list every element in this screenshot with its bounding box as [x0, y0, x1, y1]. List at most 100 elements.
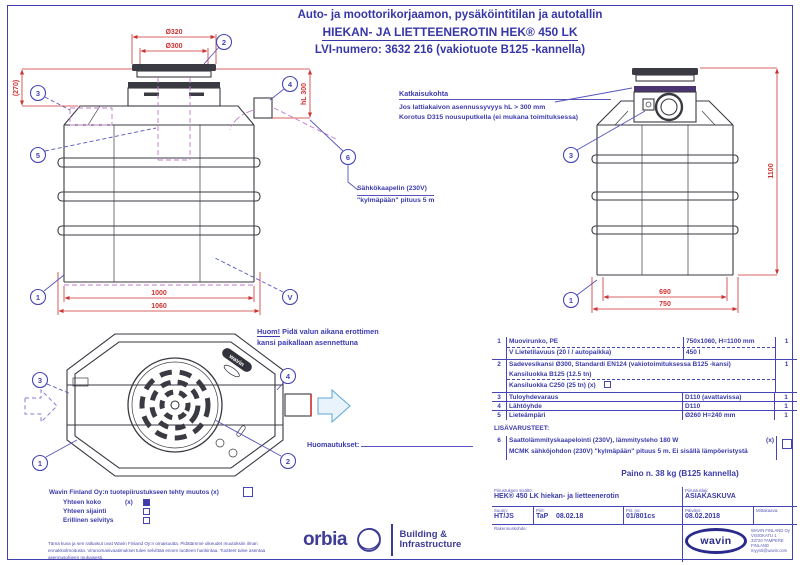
- cutoff-note-line2: Korotus D315 nousuputkella (ei mukana to…: [399, 114, 579, 122]
- content-label: Piirustuksen sisältö:: [494, 488, 533, 493]
- balloon-3: [29, 84, 47, 102]
- dim-320: Ø320: [165, 29, 182, 36]
- inflow-arrow: [24, 388, 58, 424]
- dim-hl300: hL 300: [301, 83, 308, 105]
- balloon-2-label: 2: [222, 38, 226, 47]
- designer-label: Suunn:: [494, 508, 508, 513]
- drawing-content: HEK® 450 LK hiekan- ja lietteenerotin: [494, 493, 619, 501]
- drawn-label: Piirt:: [536, 508, 545, 513]
- part-no: 4: [497, 403, 501, 410]
- cable-note-line1: Sähkökaapelin (230V): [357, 184, 435, 196]
- side-dimensions: 1100 690 750: [591, 67, 780, 313]
- dim-690: 690: [659, 289, 671, 296]
- revision-checkbox: [243, 487, 253, 497]
- date-value: 08.02.2018: [685, 513, 721, 521]
- revision-item1: Yhteen koko: [63, 499, 101, 506]
- division-line2: Infrastructure: [399, 539, 462, 550]
- part-spec2: 450 l: [683, 348, 775, 359]
- wavin-logo: wavin: [685, 528, 747, 554]
- dim-750: 750: [659, 301, 671, 308]
- fine-print-box: Tämä kuva ja sen ratkaisut ovat Wavin Fi…: [48, 541, 266, 560]
- number-label: Piir. no:: [626, 508, 641, 513]
- table-row: 3 Tuloyhdevaraus D110 (avattavissa) 1: [492, 392, 797, 401]
- number-value: 01/801cs: [626, 513, 656, 521]
- balloon-3: [31, 371, 49, 389]
- accessory-line2: MCMK sähköjohdon (230V) "kylmäpään" pitu…: [509, 448, 748, 455]
- orbia-logo-block: orbia Building & Infrastructure: [303, 524, 461, 556]
- weight-note: Paino n. 38 kg (B125 kannella): [621, 469, 739, 478]
- balloon-3-label: 3: [36, 89, 40, 98]
- cover-class-checkbox: [603, 381, 611, 388]
- side-balloons: 3 1: [554, 87, 646, 309]
- part-line2: Kansiluokka B125 (12.5 tn): [507, 370, 775, 380]
- part-spec: 750x1060, H=1100 mm: [683, 337, 775, 347]
- plan-balloons: 3 1 4 2: [31, 367, 297, 472]
- balloon-4-label: 4: [288, 80, 293, 89]
- front-dimensions: Ø320 Ø300 (270) hL 300 1000 1060: [13, 29, 313, 315]
- balloon-4-label: 4: [286, 372, 291, 381]
- cable-note-line2: "kylmäpään" pituus 5 m: [357, 196, 435, 204]
- revision-item3: Erillinen selvitys: [63, 517, 114, 524]
- drawing-type: ASIAKASKUVA: [685, 493, 736, 501]
- parts-table: 1 Muovirunko, PE 750x1060, H=1100 mm V L…: [492, 337, 797, 420]
- balloon-3-label: 3: [38, 376, 42, 385]
- type-label: Piirustuslaji:: [685, 488, 709, 493]
- title-block: Piirustuksen sisältö: HEK® 450 LK hiekan…: [492, 487, 797, 562]
- remarks-label: Huomautukset:: [307, 440, 360, 449]
- wavin-badge: wavin: [222, 348, 252, 378]
- plan-view-drawing: wavin 3 1 4 2: [24, 333, 351, 477]
- part-line1: Sadevesikansi Ø300, Standardi EN124 (vak…: [509, 361, 731, 368]
- balloon-1: [562, 291, 580, 309]
- balloon-1: [31, 454, 49, 472]
- accessories-title: LISÄVARUSTEET:: [494, 425, 550, 432]
- address-line: 33720 TAMPERE: [751, 538, 784, 544]
- part-qty: 1: [774, 411, 797, 420]
- huom-label: Huom!: [257, 327, 281, 337]
- remarks-blank-line: [361, 439, 474, 447]
- balloon-4: [281, 75, 299, 93]
- part-desc: Muovirunko, PE: [509, 338, 559, 345]
- balloon-1-label: 1: [36, 293, 40, 302]
- balloon-2-label: 2: [286, 457, 290, 466]
- date-label: Päiväys:: [685, 508, 702, 513]
- address-line: FINLAND: [751, 543, 769, 549]
- dim-1100: 1100: [768, 163, 775, 178]
- balloon-6-label: 6: [346, 153, 350, 162]
- outflow-arrow: [317, 388, 351, 424]
- table-row: 4 Lähtöyhde D110 1: [492, 401, 797, 410]
- footer-divider: [390, 524, 393, 556]
- huom-note: Huom! Pidä valun aikana erottimen kansi …: [257, 327, 379, 348]
- balloon-5-label: 5: [36, 151, 40, 160]
- part-qty: 1: [775, 337, 797, 359]
- balloon-2: [215, 33, 233, 51]
- balloon-1-label: 1: [38, 459, 42, 468]
- address-line: WAVIN FINLAND Oy: [751, 528, 790, 533]
- table-row: 2 Sadevesikansi Ø300, Standardi EN124 (v…: [492, 359, 797, 392]
- cutoff-note: Katkaisukohta Jos lattiakaivon asennussy…: [399, 89, 611, 123]
- title-line1: Auto- ja moottorikorjaamon, pysäköintiti…: [297, 9, 603, 21]
- accessories-title-box: LISÄVARUSTEET:: [492, 424, 797, 436]
- title-line2: HIEKAN- JA LIETTEENEROTIN HEK® 450 LK: [322, 24, 578, 41]
- revision-item1-checkbox: [143, 499, 150, 506]
- drawing-frame: [7, 5, 793, 560]
- revision-box: Wavin Finland Oy:n tuotepiirustukseen te…: [45, 485, 257, 530]
- front-balloons: 2 3 5 1 4 6 V: [29, 33, 359, 306]
- front-view-drawing: Ø320 Ø300 (270) hL 300 1000 1060: [13, 29, 359, 315]
- cutoff-leader-line: [399, 98, 611, 100]
- dim-1000: 1000: [151, 290, 167, 297]
- remarks-row: Huomautukset:: [307, 439, 474, 450]
- drawn-value: TaP 08.02.18: [536, 513, 584, 521]
- part-spec: D110 (avattavissa): [682, 393, 774, 401]
- drawing-title: Auto- ja moottorikorjaamon, pysäköintiti…: [200, 7, 700, 59]
- part-desc: Tuloyhdevaraus: [506, 393, 682, 401]
- revision-item3-checkbox: [143, 517, 150, 524]
- front-tank-outline: [57, 64, 273, 283]
- balloon-3: [562, 146, 580, 164]
- dim-300: Ø300: [165, 43, 182, 50]
- balloon-2: [279, 452, 297, 470]
- designer-value: HT/JS: [494, 513, 514, 521]
- balloon-v: [281, 288, 299, 306]
- side-tank-outline: [591, 68, 739, 276]
- cable-note: Sähkökaapelin (230V) "kylmäpään" pituus …: [357, 184, 435, 206]
